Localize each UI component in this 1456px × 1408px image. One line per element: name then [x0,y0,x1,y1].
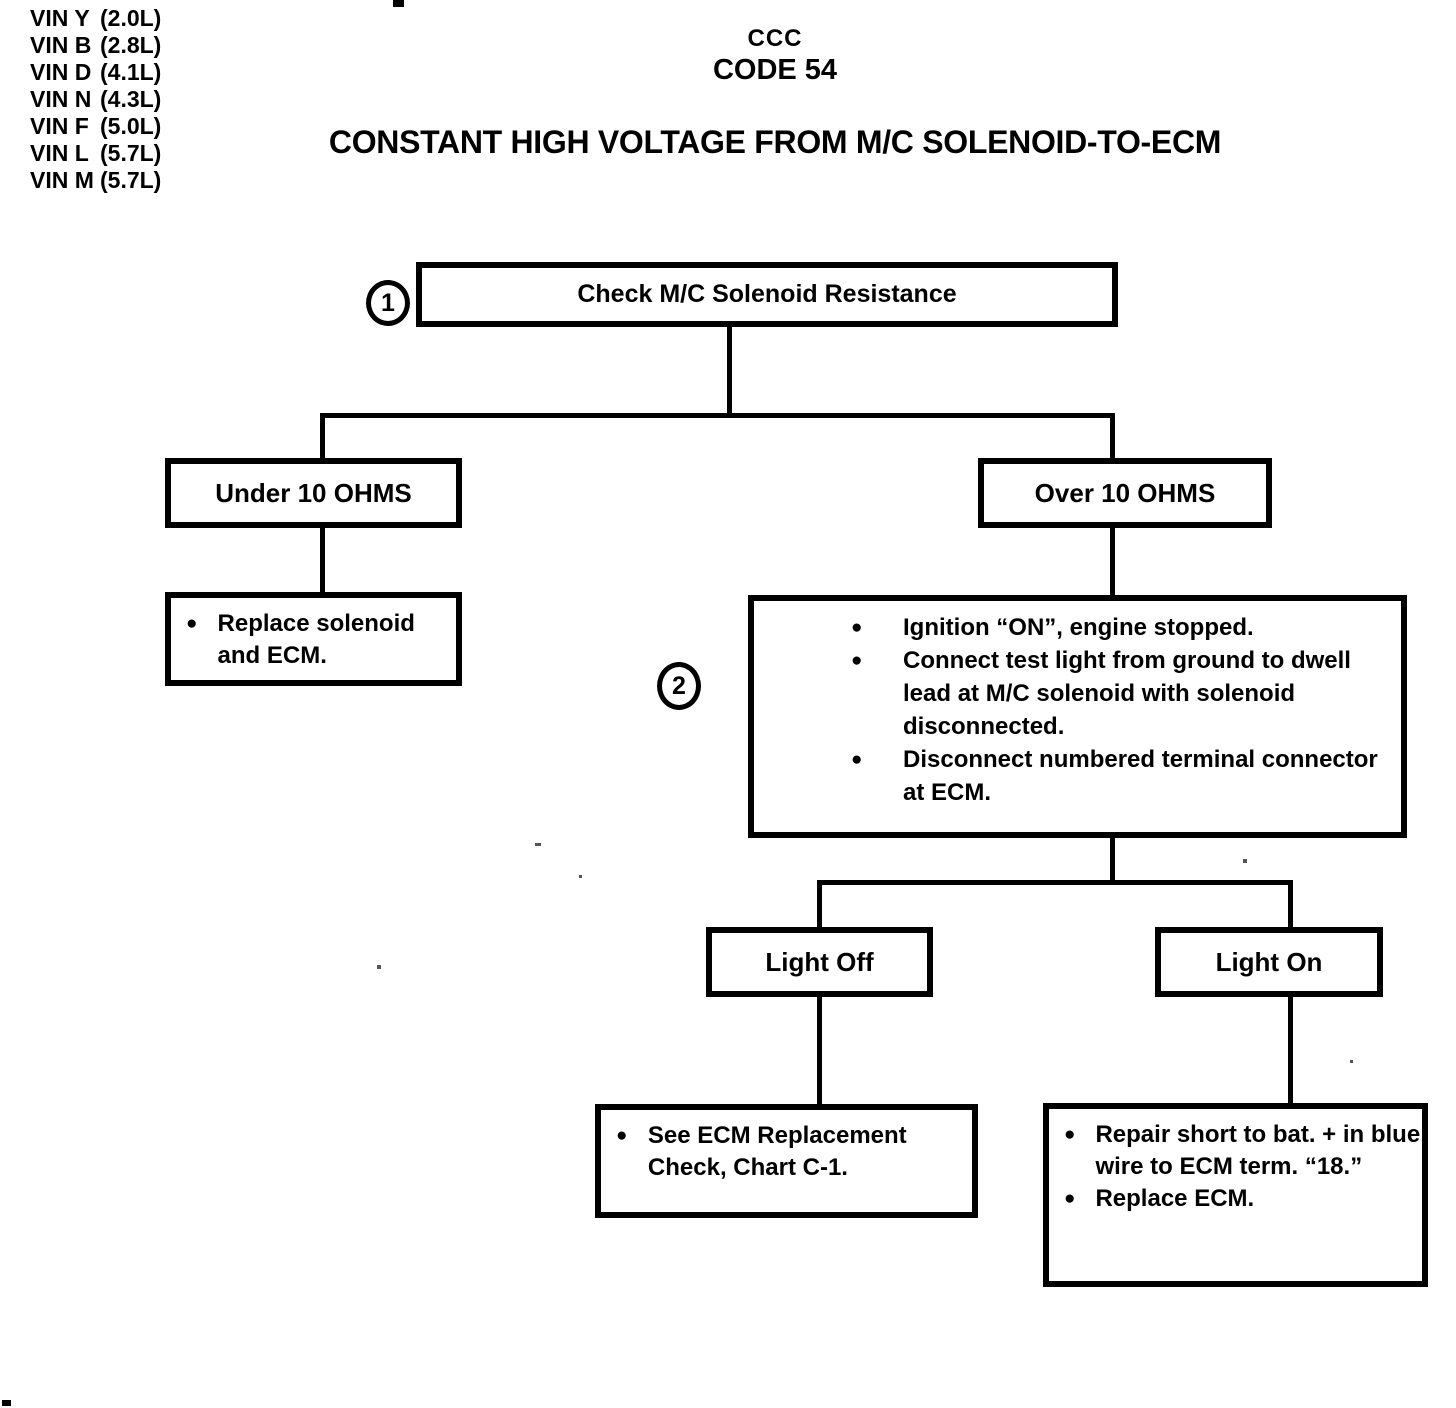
branch-light-on-box: Light On [1155,927,1383,997]
scan-artifact [1350,1060,1353,1063]
scan-artifact [535,843,541,846]
branch-under-label: Under 10 OHMS [215,477,412,508]
result-text: Replace ECM. [1095,1185,1255,1212]
vin-engine: (5.7L) [100,167,162,193]
connector-line [320,528,325,594]
scan-artifact [579,875,582,878]
step-2-number-badge: 2 [657,662,701,710]
connector-line [1288,880,1293,927]
branch-under-10-ohms-box: Under 10 OHMS [165,458,462,528]
step-1-number-badge: 1 [366,280,410,326]
result-replace-solenoid-box: ● Replace solenoid and ECM. [165,592,462,686]
scan-artifact [2,1400,11,1406]
vin-engine: (5.0L) [100,113,162,139]
vin-code: VIN N [30,86,92,112]
result-text: Repair short to bat. + in blue wire to E… [1095,1121,1421,1180]
code-label: CODE 54 [712,54,838,86]
branch-over-label: Over 10 OHMS [1034,477,1216,508]
bullet-icon: ● [851,617,863,638]
connector-line [320,413,1115,418]
connector-line [1110,838,1115,885]
step-number: 2 [672,671,686,700]
branch-light-on-label: Light On [1215,946,1323,977]
vin-code: VIN M [30,167,94,193]
connector-line [1110,413,1115,459]
branch-light-off-box: Light Off [706,927,933,997]
bullet-item: ● Disconnect numbered terminal connector… [851,743,1401,809]
result-repair-short-box: ● Repair short to bat. + in blue wire to… [1043,1103,1428,1287]
bullet-icon: ● [186,613,198,634]
vin-row: VIN M(5.7L) [30,167,161,194]
connector-line [817,997,822,1105]
scan-artifact [1243,859,1247,863]
step-2-box: ● Ignition “ON”, engine stopped. ● Conne… [748,595,1407,838]
bullet-item: ● Connect test light from ground to dwel… [851,644,1401,743]
bullet-item: ● Repair short to bat. + in blue wire to… [1064,1119,1422,1183]
bullet-icon: ● [1064,1188,1076,1209]
step-2-instruction: Connect test light from ground to dwell … [903,647,1351,740]
vin-row: VIN N (4.3L) [30,86,161,113]
vin-engine: (2.0L) [100,5,162,31]
result-see-ecm-box: ● See ECM Replacement Check, Chart C-1. [595,1104,978,1218]
scan-artifact [377,965,381,969]
step-1-label: Check M/C Solenoid Resistance [577,280,957,308]
connector-line [817,880,1293,885]
step-2-instruction: Disconnect numbered terminal connector a… [903,746,1378,806]
result-text: See ECM Replacement Check, Chart C-1. [647,1122,907,1181]
connector-line [817,880,822,927]
vin-applicability-list: VIN Y (2.0L) VIN B (2.8L) VIN D (4.1L) VIN … [30,5,161,194]
bullet-icon: ● [851,749,863,770]
page-title: CONSTANT HIGH VOLTAGE FROM M/C SOLENOID-… [328,124,1222,160]
system-label: CCC [747,25,803,52]
vin-code: VIN B [30,32,92,58]
branch-over-10-ohms-box: Over 10 OHMS [978,458,1272,528]
vin-engine: (4.3L) [100,86,162,112]
vin-engine: (4.1L) [100,59,162,85]
bullet-item: ● Replace ECM. [1064,1183,1422,1215]
bullet-icon: ● [1064,1124,1076,1145]
connector-line [727,327,732,418]
scan-artifact [393,0,404,7]
connector-line [1288,997,1293,1103]
vin-row: VIN Y (2.0L) [30,5,161,32]
vin-code: VIN D [30,59,92,85]
vin-row: VIN F (5.0L) [30,113,161,140]
vin-code: VIN L [30,140,89,166]
vin-row: VIN D (4.1L) [30,59,161,86]
bullet-item: ● See ECM Replacement Check, Chart C-1. [616,1120,972,1184]
vin-engine: (2.8L) [100,32,162,58]
vin-engine: (5.7L) [100,140,162,166]
vin-code: VIN F [30,113,89,139]
branch-light-off-label: Light Off [765,946,874,977]
connector-line [1110,528,1115,595]
vin-row: VIN B (2.8L) [30,32,161,59]
connector-line [320,413,325,459]
bullet-item: ● Replace solenoid and ECM. [186,608,456,672]
bullet-icon: ● [616,1125,628,1146]
step-2-instruction: Ignition “ON”, engine stopped. [903,614,1254,641]
result-text: Replace solenoid and ECM. [217,610,415,669]
step-1-box: Check M/C Solenoid Resistance [416,262,1118,327]
vin-code: VIN Y [30,5,90,31]
vin-row: VIN L (5.7L) [30,140,161,167]
bullet-icon: ● [851,650,863,671]
step-number: 1 [381,288,395,317]
bullet-item: ● Ignition “ON”, engine stopped. [851,611,1401,644]
